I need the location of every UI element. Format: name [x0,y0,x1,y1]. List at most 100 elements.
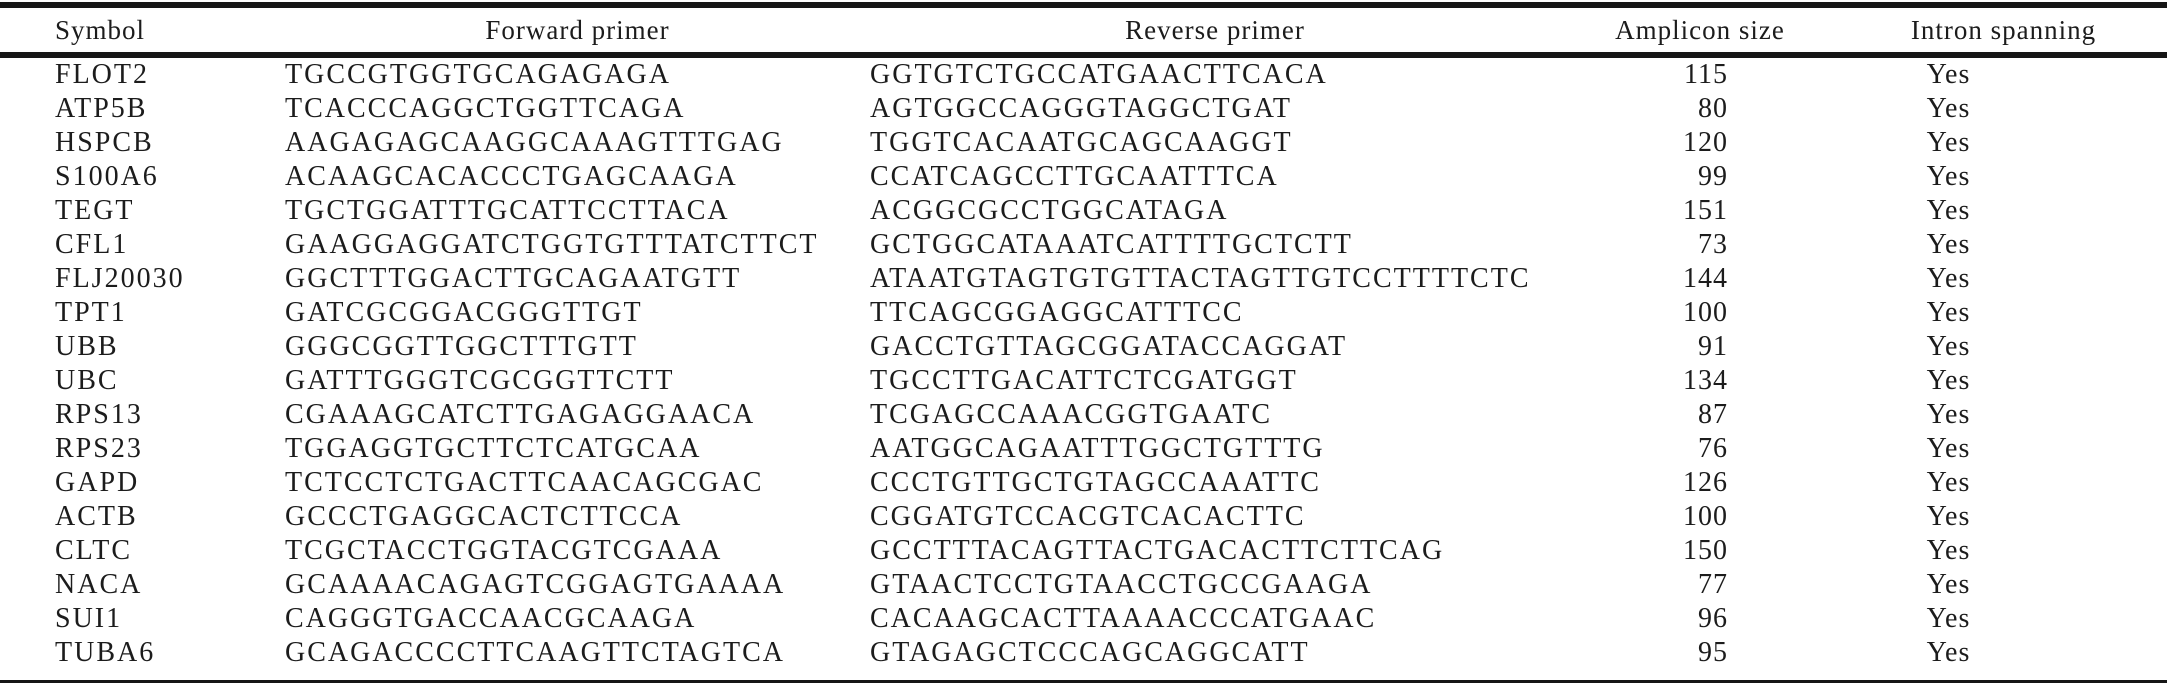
table-row: TEGT TGCTGGATTTGCATTCCTTACA ACGGCGCCTGGC… [0,194,2167,228]
cell-amplicon-size: 126 [1683,467,1728,498]
cell-forward-primer: TCACCCAGGCTGGTTCAGA [285,93,686,124]
cell-intron-spanning: Yes [1926,93,1971,124]
cell-symbol: CFL1 [55,229,129,260]
table-row: HSPCB AAGAGAGCAAGGCAAAGTTTGAG TGGTCACAAT… [0,126,2167,160]
cell-symbol: UBC [55,365,119,396]
cell-forward-primer: GCCCTGAGGCACTCTTCCA [285,501,683,532]
cell-reverse-primer: CCATCAGCCTTGCAATTTCA [870,161,1279,192]
cell-reverse-primer: GCCTTTACAGTTACTGACACTTCTTCAG [870,535,1445,566]
table-row: SUI1 CAGGGTGACCAACGCAAGA CACAAGCACTTAAAA… [0,602,2167,636]
cell-reverse-primer: TGGTCACAATGCAGCAAGGT [870,127,1293,158]
cell-amplicon-size: 95 [1698,637,1728,668]
cell-amplicon-size: 115 [1684,59,1728,90]
cell-symbol: TPT1 [55,297,127,328]
table-row: RPS13 CGAAAGCATCTTGAGAGGAACA TCGAGCCAAAC… [0,398,2167,432]
cell-symbol: NACA [55,569,143,600]
cell-symbol: ATP5B [55,93,148,124]
cell-reverse-primer: GCTGGCATAAATCATTTTGCTCTT [870,229,1353,260]
cell-reverse-primer: CACAAGCACTTAAAACCCATGAAC [870,603,1377,634]
table-row: CFL1 GAAGGAGGATCTGGTGTTTATCTTCT GCTGGCAT… [0,228,2167,262]
cell-intron-spanning: Yes [1926,637,1971,668]
cell-intron-spanning: Yes [1926,229,1971,260]
cell-reverse-primer: ACGGCGCCTGGCATAGA [870,195,1229,226]
cell-symbol: ACTB [55,501,138,532]
cell-symbol: RPS13 [55,399,143,430]
cell-symbol: SUI1 [55,603,123,634]
cell-symbol: FLJ20030 [55,263,185,294]
cell-intron-spanning: Yes [1926,331,1971,362]
cell-amplicon-size: 73 [1698,229,1728,260]
header-row: Symbol Forward primer Reverse primer Amp… [0,5,2167,58]
cell-reverse-primer: GTAGAGCTCCCAGCAGGCATT [870,637,1310,668]
cell-reverse-primer: TTCAGCGGAGGCATTTCC [870,297,1244,328]
cell-reverse-primer: CGGATGTCCACGTCACACTTC [870,501,1306,532]
cell-intron-spanning: Yes [1926,399,1971,430]
cell-intron-spanning: Yes [1926,195,1971,226]
column-header-symbol: Symbol [0,5,285,58]
cell-symbol: GAPD [55,467,140,498]
column-header-reverse-primer: Reverse primer [870,5,1560,58]
cell-amplicon-size: 150 [1683,535,1728,566]
cell-amplicon-size: 96 [1698,603,1728,634]
cell-symbol: FLOT2 [55,59,149,90]
cell-amplicon-size: 134 [1683,365,1728,396]
cell-amplicon-size: 87 [1698,399,1728,430]
cell-forward-primer: GATTTGGGTCGCGGTTCTT [285,365,675,396]
cell-reverse-primer: AATGGCAGAATTTGGCTGTTTG [870,433,1325,464]
cell-intron-spanning: Yes [1926,433,1971,464]
cell-intron-spanning: Yes [1926,161,1971,192]
cell-forward-primer: GCAAAACAGAGTCGGAGTGAAAA [285,569,786,600]
table-body: FLOT2 TGCCGTGGTGCAGAGAGA GGTGTCTGCCATGAA… [0,55,2167,682]
cell-reverse-primer: GTAACTCCTGTAACCTGCCGAAGA [870,569,1373,600]
cell-symbol: TUBA6 [55,637,156,668]
cell-forward-primer: GATCGCGGACGGGTTGT [285,297,643,328]
cell-forward-primer: GGCTTTGGACTTGCAGAATGTT [285,263,742,294]
cell-forward-primer: GCAGACCCCTTCAAGTTCTAGTCA [285,637,785,668]
column-header-forward-primer: Forward primer [285,5,870,58]
cell-intron-spanning: Yes [1926,535,1971,566]
cell-reverse-primer: AGTGGCCAGGGTAGGCTGAT [870,93,1292,124]
table-row: UBB GGGCGGTTGGCTTTGTT GACCTGTTAGCGGATACC… [0,330,2167,364]
cell-reverse-primer: ATAATGTAGTGTGTTACTAGTTGTCCTTTTCTC [870,263,1531,294]
cell-amplicon-size: 100 [1683,297,1728,328]
cell-amplicon-size: 80 [1698,93,1728,124]
cell-reverse-primer: TGCCTTGACATTCTCGATGGT [870,365,1298,396]
cell-forward-primer: TGCCGTGGTGCAGAGAGA [285,59,671,90]
cell-intron-spanning: Yes [1926,127,1971,158]
cell-symbol: CLTC [55,535,132,566]
cell-intron-spanning: Yes [1926,365,1971,396]
table-row: TPT1 GATCGCGGACGGGTTGT TTCAGCGGAGGCATTTC… [0,296,2167,330]
cell-forward-primer: TCTCCTCTGACTTCAACAGCGAC [285,467,764,498]
cell-symbol: HSPCB [55,127,154,158]
table-row: NACA GCAAAACAGAGTCGGAGTGAAAA GTAACTCCTGT… [0,568,2167,602]
cell-intron-spanning: Yes [1926,263,1971,294]
cell-amplicon-size: 120 [1683,127,1728,158]
table-row: FLJ20030 GGCTTTGGACTTGCAGAATGTT ATAATGTA… [0,262,2167,296]
cell-symbol: TEGT [55,195,135,226]
cell-forward-primer: TGGAGGTGCTTCTCATGCAA [285,433,702,464]
cell-symbol: RPS23 [55,433,143,464]
table-row: TUBA6 GCAGACCCCTTCAAGTTCTAGTCA GTAGAGCTC… [0,636,2167,682]
cell-reverse-primer: TCGAGCCAAACGGTGAATC [870,399,1273,430]
cell-amplicon-size: 99 [1698,161,1728,192]
cell-symbol: S100A6 [55,161,159,192]
cell-reverse-primer: GGTGTCTGCCATGAACTTCACA [870,59,1328,90]
table-row: ACTB GCCCTGAGGCACTCTTCCA CGGATGTCCACGTCA… [0,500,2167,534]
cell-amplicon-size: 151 [1683,195,1728,226]
cell-intron-spanning: Yes [1926,467,1971,498]
column-header-intron-spanning: Intron spanning [1840,5,2167,58]
cell-forward-primer: CGAAAGCATCTTGAGAGGAACA [285,399,756,430]
table-header: Symbol Forward primer Reverse primer Amp… [0,5,2167,58]
cell-intron-spanning: Yes [1926,501,1971,532]
cell-reverse-primer: GACCTGTTAGCGGATACCAGGAT [870,331,1348,362]
table-row: GAPD TCTCCTCTGACTTCAACAGCGAC CCCTGTTGCTG… [0,466,2167,500]
cell-amplicon-size: 76 [1698,433,1728,464]
table-row: S100A6 ACAAGCACACCCTGAGCAAGA CCATCAGCCTT… [0,160,2167,194]
cell-amplicon-size: 144 [1683,263,1728,294]
cell-intron-spanning: Yes [1926,603,1971,634]
cell-forward-primer: CAGGGTGACCAACGCAAGA [285,603,697,634]
cell-forward-primer: TGCTGGATTTGCATTCCTTACA [285,195,730,226]
cell-forward-primer: AAGAGAGCAAGGCAAAGTTTGAG [285,127,784,158]
